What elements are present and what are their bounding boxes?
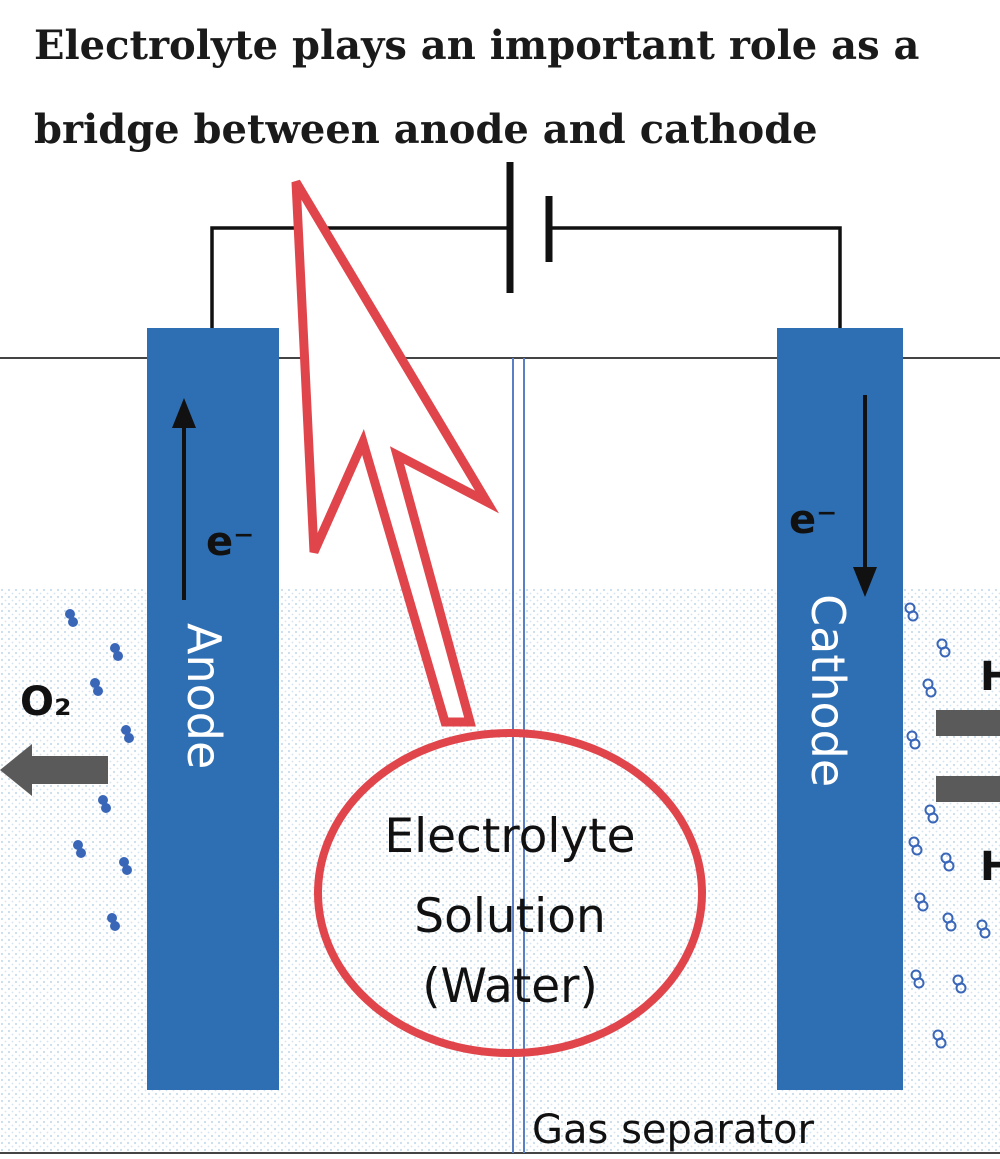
anode-electron-arrow-icon (172, 398, 196, 600)
circuit-wire-left (210, 226, 508, 328)
headline-line-1: Electrolyte plays an important role as a (34, 22, 920, 69)
cathode-electron-arrow-icon (853, 395, 877, 597)
circuit-wire-right (550, 226, 842, 328)
right-arrow-icon (936, 710, 1000, 802)
separator-label: Gas separator (532, 1107, 815, 1153)
up-left-arrow-icon (291, 179, 500, 727)
anode-label: Anode (177, 623, 231, 769)
anode-electrode (147, 328, 279, 1090)
callout-line-2: Solution (414, 889, 605, 944)
electrolyte-callout-circle (314, 729, 706, 1057)
callout-line-3: (Water) (422, 959, 598, 1014)
hydrogen-label-1: H (980, 654, 1000, 700)
hydrogen-label-2: H (980, 844, 1000, 890)
battery-cell-icon (506, 162, 553, 293)
gas-separator-membrane (512, 358, 525, 1153)
cathode-electron-label: e⁻ (789, 497, 837, 543)
oxygen-label: O₂ (20, 679, 72, 725)
anode-electron-label: e⁻ (206, 519, 254, 565)
headline-line-2: bridge between anode and cathode (34, 106, 818, 153)
cathode-label: Cathode (801, 594, 855, 787)
callout-line-1: Electrolyte (384, 809, 635, 864)
cathode-electrode (777, 328, 903, 1090)
left-arrow-icon (0, 744, 108, 796)
